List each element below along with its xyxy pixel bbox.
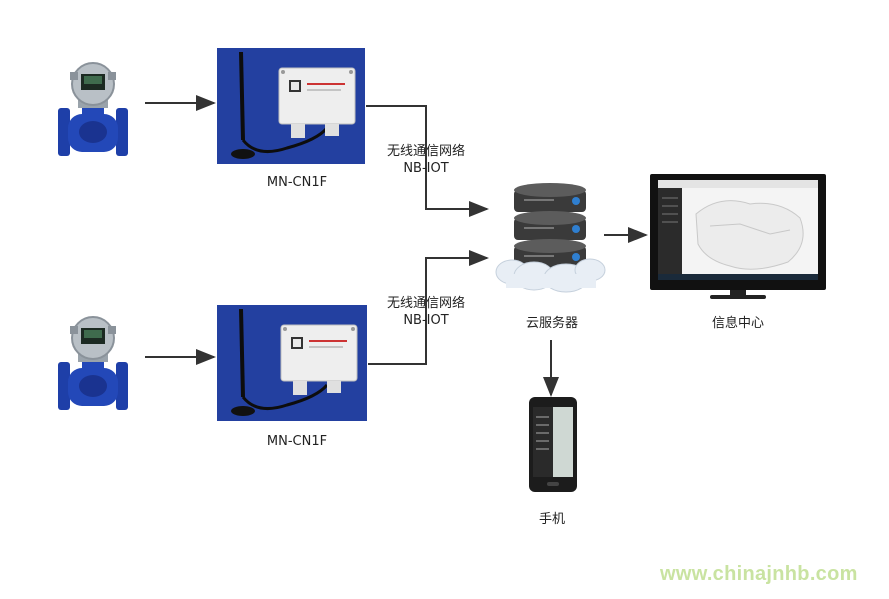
monitor-icon [650, 174, 826, 299]
gateway-label-top: MN-CN1F [266, 175, 328, 190]
flow-meter-icon-bottom [58, 316, 128, 410]
cloud-server-label: 云服务器 [525, 316, 578, 331]
watermark-text: www.chinajnhb.com [660, 563, 858, 585]
link-gateway2-to-cloud [368, 250, 489, 365]
info-center-label: 信息中心 [711, 316, 764, 331]
phone-icon [529, 397, 577, 492]
flow-meter-icon-top [58, 62, 128, 156]
link-label-bottom-line2: NB-IOT [403, 313, 449, 328]
gateway-photo-icon-top [217, 48, 365, 164]
link-label-bottom: 无线通信网络 NB-IOT [376, 295, 476, 329]
phone-label: 手机 [538, 512, 565, 527]
cloud-server-icon [495, 183, 606, 293]
link-label-top-line1: 无线通信网络 [386, 144, 465, 159]
link-label-top-line2: NB-IOT [403, 161, 449, 176]
link-gateway1-to-cloud [366, 105, 489, 217]
link-label-bottom-line1: 无线通信网络 [386, 296, 465, 311]
link-label-top: 无线通信网络 NB-IOT [376, 143, 476, 177]
gateway-label-bottom: MN-CN1F [266, 434, 328, 449]
gateway-photo-icon-bottom [217, 305, 367, 421]
